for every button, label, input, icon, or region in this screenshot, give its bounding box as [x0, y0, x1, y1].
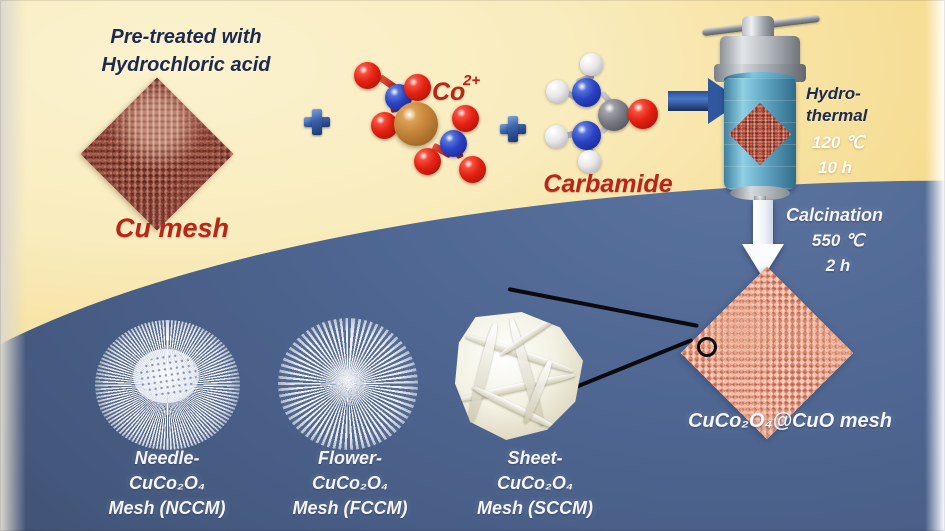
flower-label-line2: CuCo₂O₄ [311, 473, 389, 493]
calcination-duration-label: 2 h [825, 256, 851, 275]
plus-sign-1-icon [304, 109, 330, 135]
pretreatment-label-line2: Hydrochloric acid [101, 54, 271, 76]
oxygen-atom [414, 148, 441, 175]
oxygen-atom [371, 112, 398, 139]
sheet-morphology-image [455, 312, 583, 440]
right-edge-fade [925, 0, 945, 531]
needle-label-line3: Mesh (NCCM) [108, 498, 226, 518]
needle-label-line1: Needle- [134, 448, 200, 468]
hydrothermal-autoclave-illustration [702, 14, 820, 224]
flower-label-line3: Mesh (FCCM) [292, 498, 408, 518]
cu-mesh-label: Cu mesh [114, 213, 230, 243]
plus-sign-2-icon [500, 116, 526, 142]
hydrothermal-label-line1: Hydro- [806, 84, 861, 103]
sheet-platelet-edges [455, 312, 583, 440]
needle-label-line2: CuCo₂O₄ [128, 473, 206, 493]
hydrogen-atom [546, 80, 569, 103]
oxygen-atom [404, 74, 431, 101]
left-edge-fade [0, 0, 26, 531]
hydrogen-atom [578, 150, 601, 173]
calcination-arrow-icon [742, 200, 784, 278]
needle-morphology-image [95, 320, 240, 450]
hydrothermal-duration-label: 10 h [818, 158, 853, 177]
oxygen-atom [354, 62, 381, 89]
sheet-label-line2: CuCo₂O₄ [496, 473, 574, 493]
sheet-label-line3: Mesh (SCCM) [477, 498, 593, 518]
pretreatment-label-line1: Pre-treated with [110, 26, 262, 48]
flower-morphology-image [278, 318, 418, 450]
calcination-temperature-label: 550 ℃ [811, 231, 865, 250]
nitrogen-atom [572, 78, 601, 107]
nitrogen-atom [572, 121, 601, 150]
sheet-label-line1: Sheet- [507, 448, 563, 468]
carbon-atom [598, 99, 630, 131]
hydrothermal-label-line2: thermal [806, 106, 868, 125]
oxygen-atom [459, 156, 486, 183]
oxygen-atom [452, 105, 479, 132]
callout-circle [697, 337, 717, 357]
hydrothermal-temperature-label: 120 ℃ [812, 133, 865, 152]
hydrogen-atom [580, 53, 603, 76]
nitrogen-atom [440, 130, 467, 157]
cobalt-atom [394, 102, 438, 146]
oxygen-atom [628, 99, 658, 129]
flower-label-line1: Flower- [317, 448, 383, 468]
hydrogen-atom [545, 125, 568, 148]
calcination-label: Calcination [786, 205, 884, 225]
cobalt-ion-label: Co [432, 78, 466, 106]
carbamide-label: Carbamide [543, 170, 673, 198]
product-label: CuCo₂O₄@CuO mesh [687, 410, 893, 432]
cobalt-ion-charge-label: 2+ [463, 72, 481, 89]
